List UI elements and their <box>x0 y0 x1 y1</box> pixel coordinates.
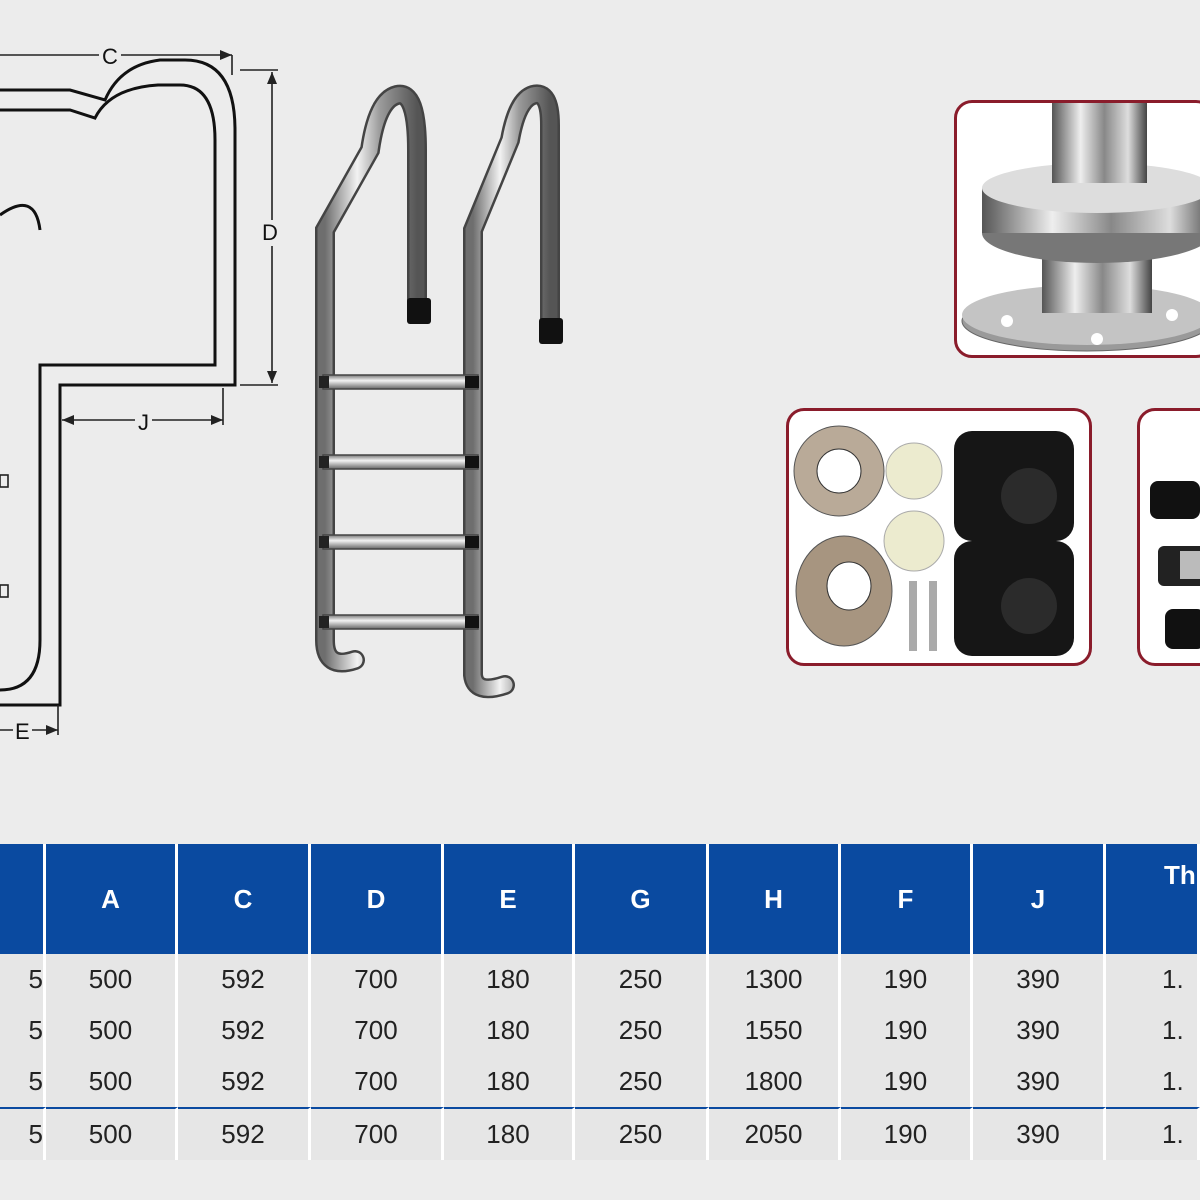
table-cell: 250 <box>575 1107 709 1160</box>
table-cell: 5 <box>0 1107 46 1160</box>
dimension-label-d: D <box>262 220 278 246</box>
table-row: 5 500 592 700 180 250 1800 190 390 1. <box>0 1056 1200 1107</box>
header-cell: J <box>973 844 1106 954</box>
table-cell: 500 <box>46 954 178 1005</box>
table-cell: 1. <box>1106 1005 1200 1056</box>
table-cell: 1800 <box>709 1056 841 1107</box>
table-cell: 190 <box>841 1107 973 1160</box>
table-cell: 1. <box>1106 1107 1200 1160</box>
header-cell: G <box>575 844 709 954</box>
table-cell: 390 <box>973 1107 1106 1160</box>
table-cell: 500 <box>46 1005 178 1056</box>
table-cell: 592 <box>178 954 311 1005</box>
table-cell: 180 <box>444 1005 575 1056</box>
table-cell: 390 <box>973 1056 1106 1107</box>
table-cell: 1300 <box>709 954 841 1005</box>
fittings-photo <box>786 408 1092 666</box>
table-cell: 592 <box>178 1107 311 1160</box>
ladder-photo <box>315 84 563 699</box>
header-cell: D <box>311 844 444 954</box>
ladder-profile-drawing <box>0 50 278 735</box>
table-cell: 250 <box>575 954 709 1005</box>
table-cell: 500 <box>46 1056 178 1107</box>
table-row: 5 500 592 700 180 250 1300 190 390 1. <box>0 954 1200 1005</box>
table-cell: 1. <box>1106 1056 1200 1107</box>
header-cell: A <box>46 844 178 954</box>
table-cell: 390 <box>973 1005 1106 1056</box>
table-cell: 700 <box>311 1056 444 1107</box>
table-cell: 700 <box>311 1005 444 1056</box>
anchor-parts-photo <box>1137 408 1200 666</box>
table-cell: 180 <box>444 1056 575 1107</box>
dimension-label-j: J <box>135 410 152 436</box>
table-cell: 390 <box>973 954 1106 1005</box>
table-cell: 5 <box>0 1056 46 1107</box>
header-cell: E <box>444 844 575 954</box>
table-cell: 1550 <box>709 1005 841 1056</box>
table-cell: 1. <box>1106 954 1200 1005</box>
header-cell <box>0 844 46 954</box>
header-cell: F <box>841 844 973 954</box>
table-row: 5 500 592 700 180 250 1550 190 390 1. <box>0 1005 1200 1056</box>
table-cell: 190 <box>841 1005 973 1056</box>
table-cell: 5 <box>0 954 46 1005</box>
table-cell: 700 <box>311 1107 444 1160</box>
table-cell: 190 <box>841 1056 973 1107</box>
table-cell: 700 <box>311 954 444 1005</box>
table-cell: 2050 <box>709 1107 841 1160</box>
table-cell: 592 <box>178 1056 311 1107</box>
table-row: 5 500 592 700 180 250 2050 190 390 1. <box>0 1107 1200 1160</box>
table-cell: 250 <box>575 1005 709 1056</box>
header-cell: H <box>709 844 841 954</box>
flange-photo <box>954 100 1200 358</box>
spec-table: A C D E G H F J Thi 5 500 592 700 180 25… <box>0 844 1200 1160</box>
table-header-row: A C D E G H F J Thi <box>0 844 1200 954</box>
table-cell: 180 <box>444 1107 575 1160</box>
header-cell: Thi <box>1106 844 1200 954</box>
table-cell: 5 <box>0 1005 46 1056</box>
table-cell: 500 <box>46 1107 178 1160</box>
table-cell: 180 <box>444 954 575 1005</box>
table-cell: 190 <box>841 954 973 1005</box>
table-cell: 592 <box>178 1005 311 1056</box>
table-cell: 250 <box>575 1056 709 1107</box>
dimension-label-e: E <box>13 719 32 745</box>
header-cell: C <box>178 844 311 954</box>
dimension-label-c: C <box>99 44 121 70</box>
